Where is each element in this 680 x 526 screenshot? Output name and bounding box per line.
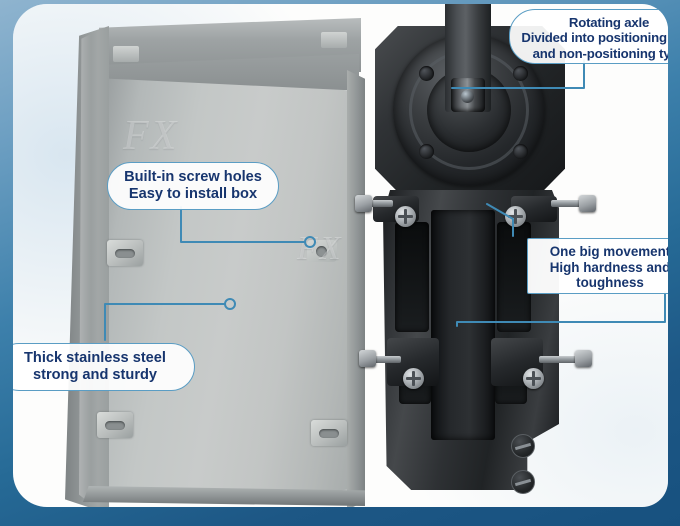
watermark-left: FX xyxy=(123,113,179,159)
mechanism-center-channel xyxy=(431,210,495,440)
box-mounting-tab-left-upper xyxy=(107,240,143,266)
callout-rotating-axle: Rotating axle Divided into positioning t… xyxy=(509,9,668,64)
flange-bolt-hole-1 xyxy=(419,66,434,81)
photo-canvas: FX FX xyxy=(13,4,668,507)
box-mounting-tab-right-lower xyxy=(311,420,347,446)
stainless-steel-box: FX FX xyxy=(35,12,365,507)
box-corner-clip-right xyxy=(321,32,347,48)
mechanism-window-right xyxy=(497,222,531,332)
box-bottom-lip xyxy=(83,486,365,506)
phillips-screw-top-left xyxy=(395,206,416,227)
box-corner-clip-left xyxy=(113,46,139,62)
phillips-screw-mid-left xyxy=(403,368,424,389)
valve-screw-lower xyxy=(511,470,535,494)
box-right-edge xyxy=(347,70,365,507)
adjust-bolt-rod-top-right xyxy=(551,200,585,207)
flange-bolt-hole-2 xyxy=(513,66,528,81)
adjust-bolt-rod-mid-right xyxy=(539,356,581,363)
bolt-head-mid-left xyxy=(359,350,376,367)
rotating-axle-tip xyxy=(451,78,485,112)
watermark-right: FX xyxy=(297,230,343,267)
adjust-bolt-rod-top-left xyxy=(361,200,393,207)
callout-built-in-screw-holes: Built-in screw holes Easy to install box xyxy=(107,162,279,210)
bolt-head-mid-right xyxy=(575,350,592,367)
phillips-screw-top-right xyxy=(505,206,526,227)
floor-spring-mechanism xyxy=(355,4,605,507)
valve-screw-upper xyxy=(511,434,535,458)
box-mounting-tab-left-lower xyxy=(97,412,133,438)
bolt-head-top-left xyxy=(355,195,372,212)
callout-one-big-movement: One big movement High hardness and tough… xyxy=(527,238,668,294)
adjust-bolt-rod-mid-left xyxy=(367,356,401,363)
flange-bolt-hole-3 xyxy=(419,144,434,159)
mechanism-window-left xyxy=(395,222,429,332)
bolt-head-top-right xyxy=(579,195,596,212)
phillips-screw-mid-right xyxy=(523,368,544,389)
callout-thick-stainless-steel: Thick stainless steel strong and sturdy xyxy=(13,343,195,391)
flange-bolt-hole-4 xyxy=(513,144,528,159)
